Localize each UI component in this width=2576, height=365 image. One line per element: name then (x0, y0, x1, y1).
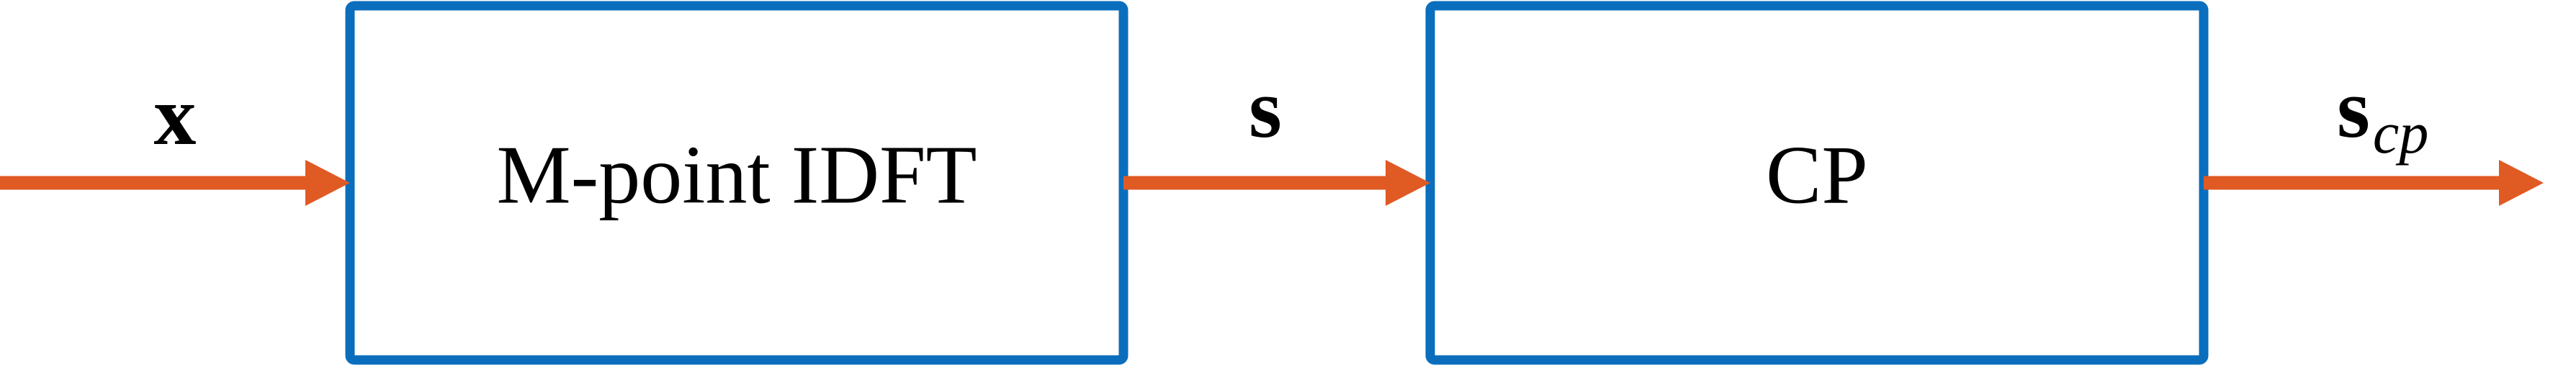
signal-output-label: scp (2337, 61, 2428, 166)
block-idft: M-point IDFT (345, 1, 1128, 365)
signal-output-subscript: cp (2373, 100, 2428, 166)
block-idft-label: M-point IDFT (497, 130, 977, 222)
signal-output-base: s (2337, 61, 2370, 156)
arrow-output-head (2499, 160, 2544, 206)
block-cp-label: CP (1766, 130, 1868, 222)
signal-input-label: x (154, 68, 197, 163)
signal-middle-label: s (1249, 61, 1282, 156)
arrow-middle-head (1386, 160, 1430, 206)
arrow-input (0, 160, 350, 206)
block-cp: CP (1425, 1, 2209, 365)
arrow-output (2204, 160, 2544, 206)
arrow-input-head (305, 160, 350, 206)
arrow-middle (1123, 160, 1430, 206)
